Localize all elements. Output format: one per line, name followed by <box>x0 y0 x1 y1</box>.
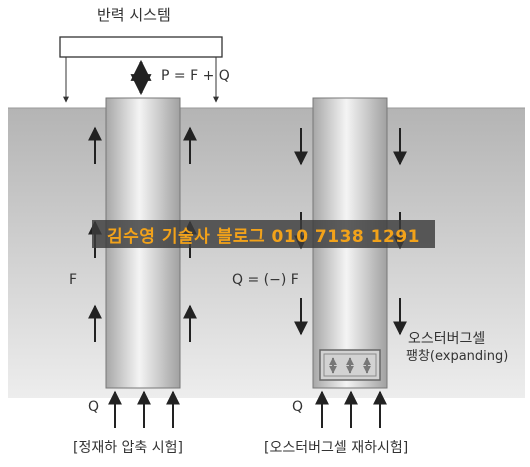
right-pile-caption: [오스터버그셀 재하시험] <box>264 440 409 456</box>
left-base-label: Q <box>88 399 100 415</box>
reaction-beam <box>59 36 223 58</box>
load-equation: P = F + Q <box>161 68 230 84</box>
right-base-label: Q <box>292 399 304 415</box>
left-friction-label: F <box>69 272 78 288</box>
o-cell-inner <box>323 353 377 377</box>
o-cell-label-line2: 팽창(expanding) <box>406 349 509 364</box>
watermark-banner: 김수영 기술사 블로그 010 7138 1291 <box>92 220 435 248</box>
right-friction-label: Q = (−) F <box>232 272 299 288</box>
diagram-title: 반력 시스템 <box>97 6 171 24</box>
left-pile-caption: [정재하 압축 시험] <box>73 440 183 456</box>
o-cell-label-line1: 오스터버그셀 <box>408 331 486 347</box>
